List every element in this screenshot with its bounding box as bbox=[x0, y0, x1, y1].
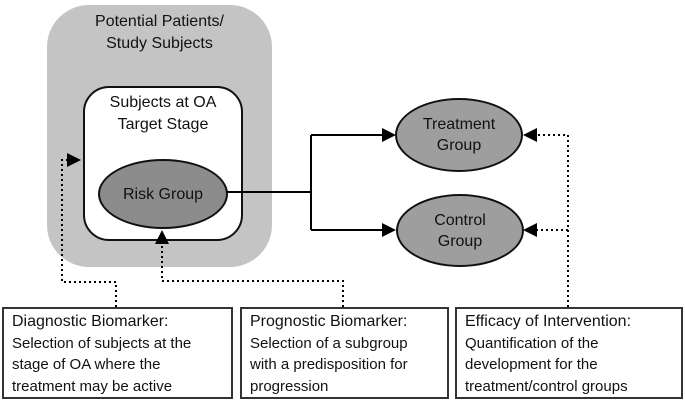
prognostic-biomarker-title: Prognostic Biomarker: bbox=[250, 313, 408, 330]
control-group-label: Control Group bbox=[434, 211, 486, 250]
risk-group-label: Risk Group bbox=[122, 185, 204, 203]
efficacy-intervention-box: Efficacy of Intervention: Quantification… bbox=[455, 307, 683, 399]
treatment-group-label: Treatment Group bbox=[422, 116, 496, 154]
arrowhead-to-treatment bbox=[382, 128, 396, 142]
diagnostic-biomarker-body: Selection of subjects at the stage of OA… bbox=[12, 334, 192, 395]
efficacy-connector bbox=[537, 134, 569, 307]
arrowhead-to-control bbox=[382, 223, 396, 237]
arrowhead-efficacy-control bbox=[523, 223, 537, 237]
arrowhead-efficacy-treatment bbox=[523, 128, 537, 142]
risk-group-node: Risk Group bbox=[98, 159, 228, 229]
efficacy-intervention-title: Efficacy of Intervention: bbox=[465, 313, 632, 330]
oa-target-stage-label: Subjects at OA Target Stage bbox=[109, 94, 217, 133]
control-group-node: Control Group bbox=[396, 194, 524, 267]
efficacy-intervention-body: Quantification of the development for th… bbox=[465, 334, 628, 395]
potential-patients-label: Potential Patients/ Study Subjects bbox=[95, 13, 224, 52]
diagnostic-biomarker-box: Diagnostic Biomarker: Selection of subje… bbox=[2, 307, 233, 399]
diagnostic-biomarker-title: Diagnostic Biomarker: bbox=[12, 313, 169, 330]
treatment-group-node: Treatment Group bbox=[395, 98, 523, 172]
prognostic-biomarker-box: Prognostic Biomarker: Selection of a sub… bbox=[240, 307, 449, 399]
prognostic-biomarker-body: Selection of a subgroup with a predispos… bbox=[250, 334, 408, 395]
